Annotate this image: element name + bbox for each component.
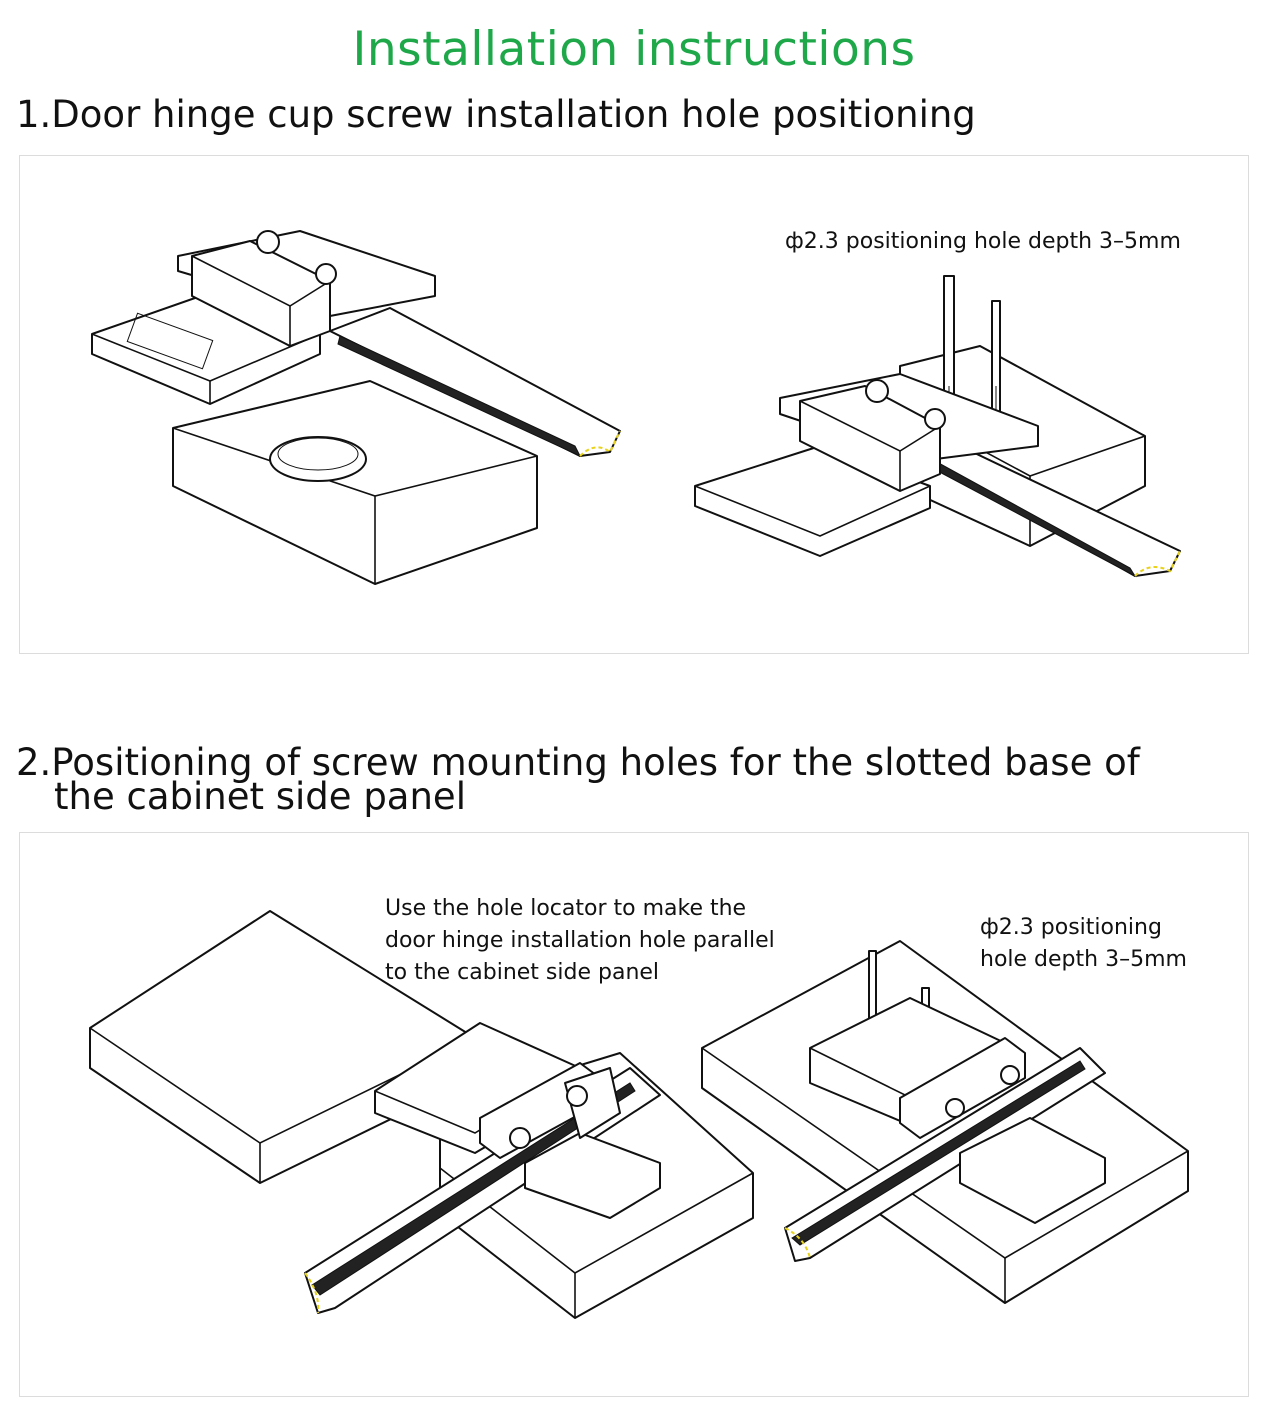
positioning-hole-note-line: hole depth 3–5mm xyxy=(980,947,1187,972)
bolt-icon xyxy=(315,263,337,285)
section-1-diagram-panel: ф2.3 positioning hole depth 3–5mm xyxy=(19,155,1249,654)
section-2-diagram-panel: Use the hole locator to make the door hi… xyxy=(19,832,1249,1397)
bolt-icon xyxy=(924,408,946,430)
bolt-icon xyxy=(865,379,889,403)
section-2-heading: 2.Positioning of screw mounting holes fo… xyxy=(16,744,1140,818)
hole-locator-note: Use the hole locator to make the door hi… xyxy=(385,893,775,989)
section-2-heading-line-2: the cabinet side panel xyxy=(54,775,466,818)
hole-locator-note-line: door hinge installation hole parallel xyxy=(385,928,775,953)
bolt-icon xyxy=(509,1127,531,1149)
bolt-icon xyxy=(256,230,280,254)
hole-locator-tool xyxy=(809,997,1106,1224)
section-2-heading-line-1: 2.Positioning of screw mounting holes fo… xyxy=(16,741,1140,784)
hole-locator-note-line: to the cabinet side panel xyxy=(385,960,660,985)
hole-locator-tool xyxy=(694,373,1039,557)
section-1-diagram xyxy=(91,230,1181,585)
bolt-icon xyxy=(566,1085,588,1107)
positioning-hole-note-2: ф2.3 positioning hole depth 3–5mm xyxy=(980,912,1187,976)
section-2-diagram xyxy=(89,910,1189,1319)
positioning-hole-note-line: ф2.3 positioning xyxy=(980,915,1162,940)
page-title: Installation instructions xyxy=(352,22,916,77)
bolt-icon xyxy=(1000,1065,1020,1085)
positioning-hole-note: ф2.3 positioning hole depth 3–5mm xyxy=(785,229,1181,254)
hole-locator-note-line: Use the hole locator to make the xyxy=(385,896,747,921)
bolt-icon xyxy=(945,1098,965,1118)
section-1-heading: 1.Door hinge cup screw installation hole… xyxy=(16,93,976,136)
hole-locator-tool xyxy=(374,1022,661,1219)
ruler-icon xyxy=(784,1047,1106,1262)
hole-locator-tool xyxy=(91,230,436,405)
ruler-icon xyxy=(329,307,621,458)
board-with-cup-hole xyxy=(172,380,538,585)
